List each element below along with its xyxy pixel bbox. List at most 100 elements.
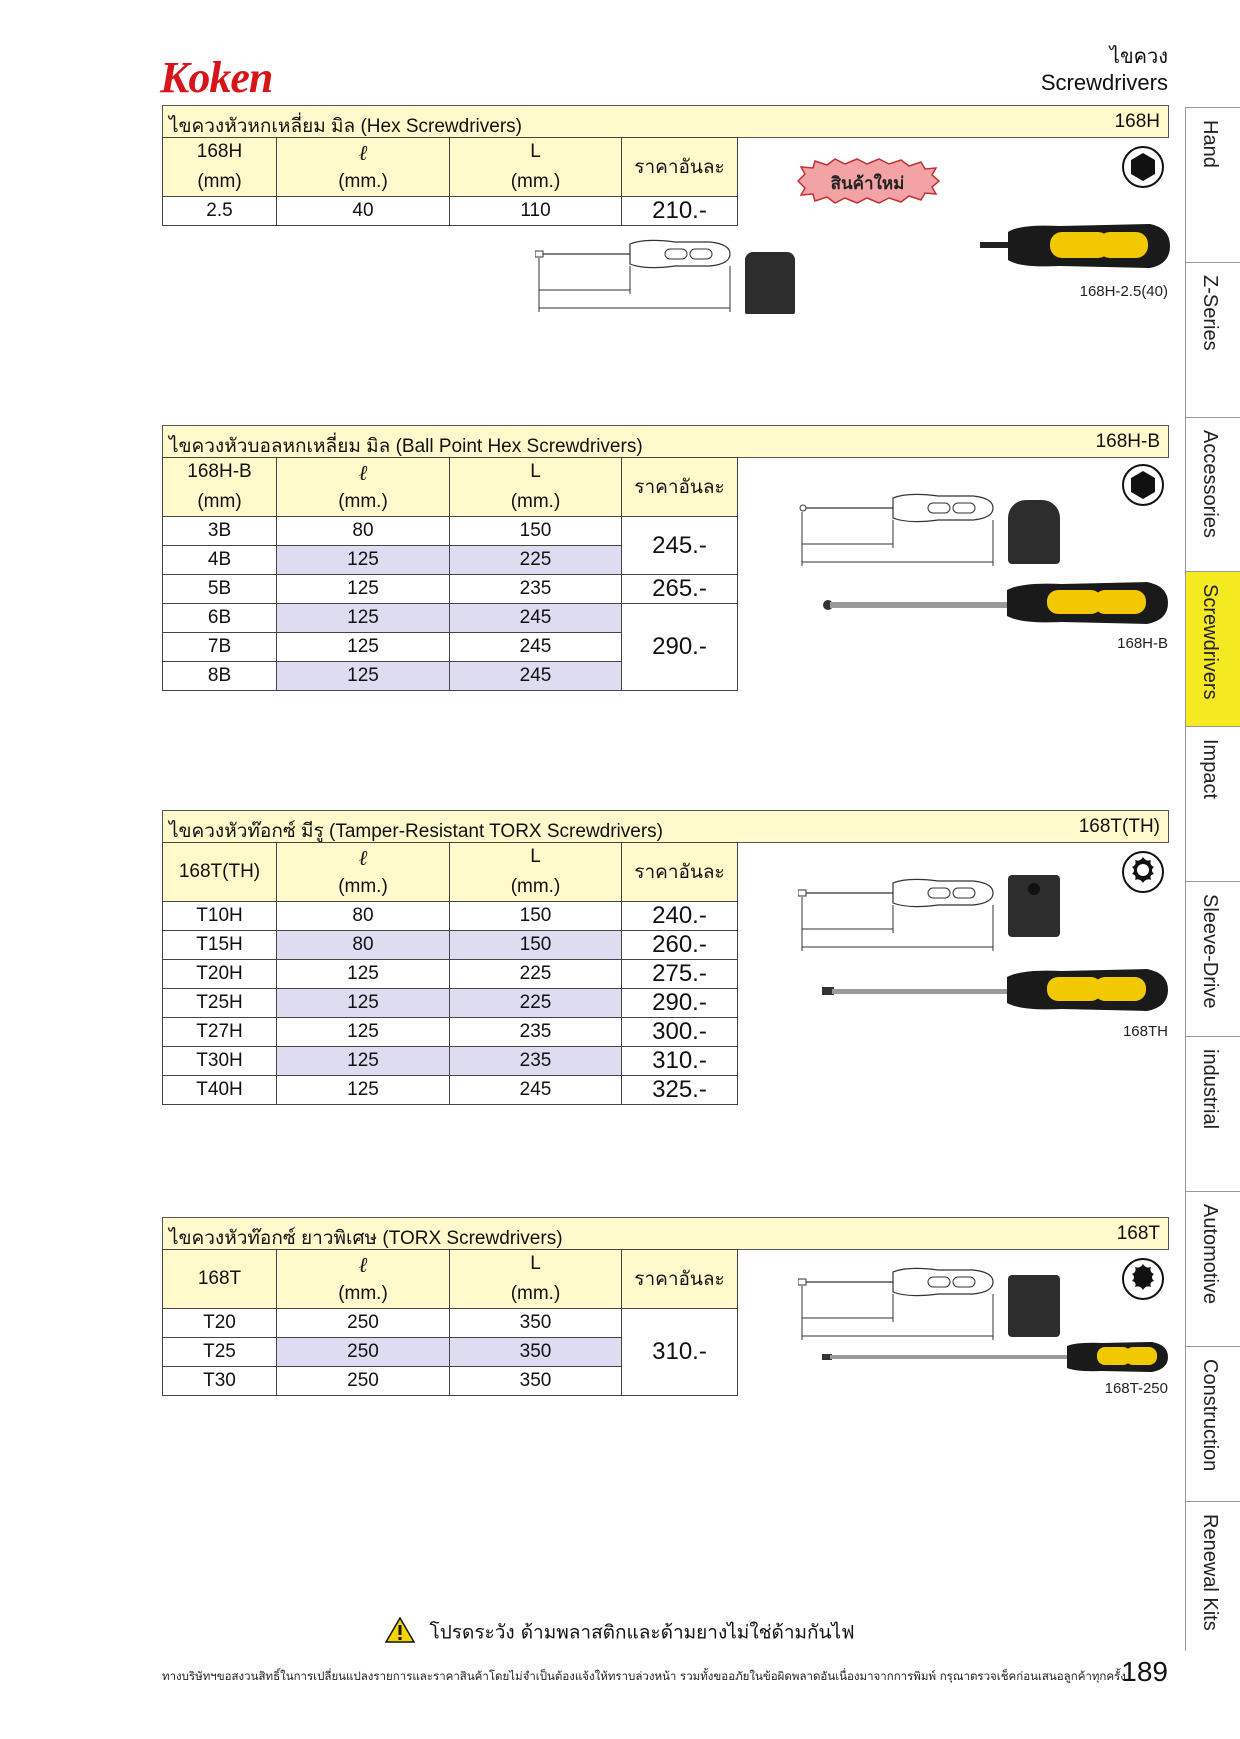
col-head-size: 168T [162,1249,277,1309]
table-cell: 275.- [621,959,738,989]
table-cell: T20 [162,1308,277,1338]
table-cell: 250 [276,1366,450,1396]
tab-accessories[interactable]: Accessories [1185,417,1240,571]
page-title-thai: ไขควง [1109,44,1168,68]
new-product-badge: สินค้าใหม่ [795,158,941,204]
screwdriver-photo-168t-250 [822,1340,1168,1378]
tab-automotive[interactable]: Automotive [1185,1191,1240,1346]
table-cell: 80 [276,930,450,960]
photo-caption: 168T-250 [1104,1380,1168,1397]
table-cell: T25 [162,1337,277,1367]
starburst-shape [796,158,941,204]
table-cell: T15H [162,930,277,960]
table-cell: 80 [276,901,450,931]
section-code: 168H-B [1095,431,1160,452]
tab-impact[interactable]: Impact [1185,726,1240,881]
col-head-L: L(mm.) [449,842,622,902]
price-cell: 290.- [621,603,738,691]
table-cell: 290.- [621,988,738,1018]
ell-cell: 125 [276,545,450,575]
table-cell: 300.- [621,1017,738,1047]
tab-renewal-kits[interactable]: Renewal Kits [1185,1501,1240,1651]
section-code: 168T [1116,1223,1160,1244]
warning-text: โปรดระวัง ด้ามพลาสติกและด้ามยางไม่ใช่ด้า… [429,1621,855,1644]
tab-label: Accessories [1199,430,1221,538]
photo-caption: 168H-2.5(40) [1079,283,1168,300]
section-title: ไขควงหัวหกเหลี่ยม มิล (Hex Screwdrivers) [169,116,522,137]
col-head-size: 168H(mm) [162,137,277,197]
tab-sleeve-drive[interactable]: Sleeve-Drive [1185,881,1240,1036]
tab-label: Automotive [1199,1204,1221,1305]
L-cell: 225 [449,545,622,575]
table-cell: 125 [276,959,450,989]
warning-icon [385,1616,416,1648]
table-row: 2.5 40 110 210.- [162,196,738,226]
col-head-L: L(mm.) [449,457,622,517]
ball-hex-tip-photo [1008,500,1060,564]
table-cell: 125 [276,1017,450,1047]
size-cell: 2.5 [162,196,277,226]
table-cell: 240.- [621,901,738,931]
table-cell: 310.- [621,1046,738,1076]
badge-label: สินค้าใหม่ [830,174,905,194]
L-cell: 245 [449,661,622,691]
col-head-ell: ℓ(mm.) [276,457,450,517]
table-cell: T40H [162,1075,277,1105]
col-head-price: ราคาอันละ [621,137,738,197]
section-code: 168T(TH) [1078,816,1160,837]
section-bar-168t-th: ไขควงหัวท๊อกซ์ มีรู (Tamper-Resistant TO… [162,810,1169,843]
tab-label: industrial [1199,1049,1221,1130]
ell-cell: 125 [276,632,450,662]
price-cell: 310.- [621,1308,738,1396]
dimension-drawing [797,873,998,957]
size-cell: 7B [162,632,277,662]
table-cell: 225 [449,959,622,989]
table-cell: 350 [449,1308,622,1338]
disclaimer: ทางบริษัทฯขอสงวนสิทธิ์ในการเปลี่ยนแปลงรา… [162,1669,1126,1683]
screwdriver-photo-168th [822,965,1168,1019]
tab-construction[interactable]: Construction [1185,1346,1240,1501]
screwdriver-photo-168h-b [822,578,1168,632]
tab-screwdrivers[interactable]: Screwdrivers [1185,571,1240,726]
col-head-ell: ℓ(mm.) [276,137,450,197]
col-head-size: 168H-B(mm) [162,457,277,517]
tab-label: Screwdrivers [1199,584,1221,700]
hex-tip-photo [745,252,795,314]
dimension-drawing [797,1262,998,1346]
col-head-price: ราคาอันละ [621,842,738,902]
col-head-ell: ℓ(mm.) [276,1249,450,1309]
col-head-price: ราคาอันละ [621,457,738,517]
tab-label: Impact [1199,739,1221,800]
tab-label: Z-Series [1199,275,1221,351]
tab-z-series[interactable]: Z-Series [1185,262,1240,417]
table-cell: 150 [449,930,622,960]
table-cell: 235 [449,1017,622,1047]
table-cell: T27H [162,1017,277,1047]
table-cell: T30H [162,1046,277,1076]
size-cell: 8B [162,661,277,691]
L-cell: 110 [449,196,622,226]
torx-tip-photo [1008,1275,1060,1337]
tab-industrial[interactable]: industrial [1185,1036,1240,1191]
section-title: ไขควงหัวท๊อกซ์ มีรู (Tamper-Resistant TO… [169,821,663,842]
L-cell: 245 [449,632,622,662]
photo-caption: 168H-B [1117,635,1168,652]
torx-icon [1121,1257,1165,1305]
table-cell: 150 [449,901,622,931]
table-cell: 125 [276,988,450,1018]
hex-socket-icon [1121,145,1165,193]
tab-hand[interactable]: Hand [1185,107,1240,262]
table-cell: 250 [276,1337,450,1367]
